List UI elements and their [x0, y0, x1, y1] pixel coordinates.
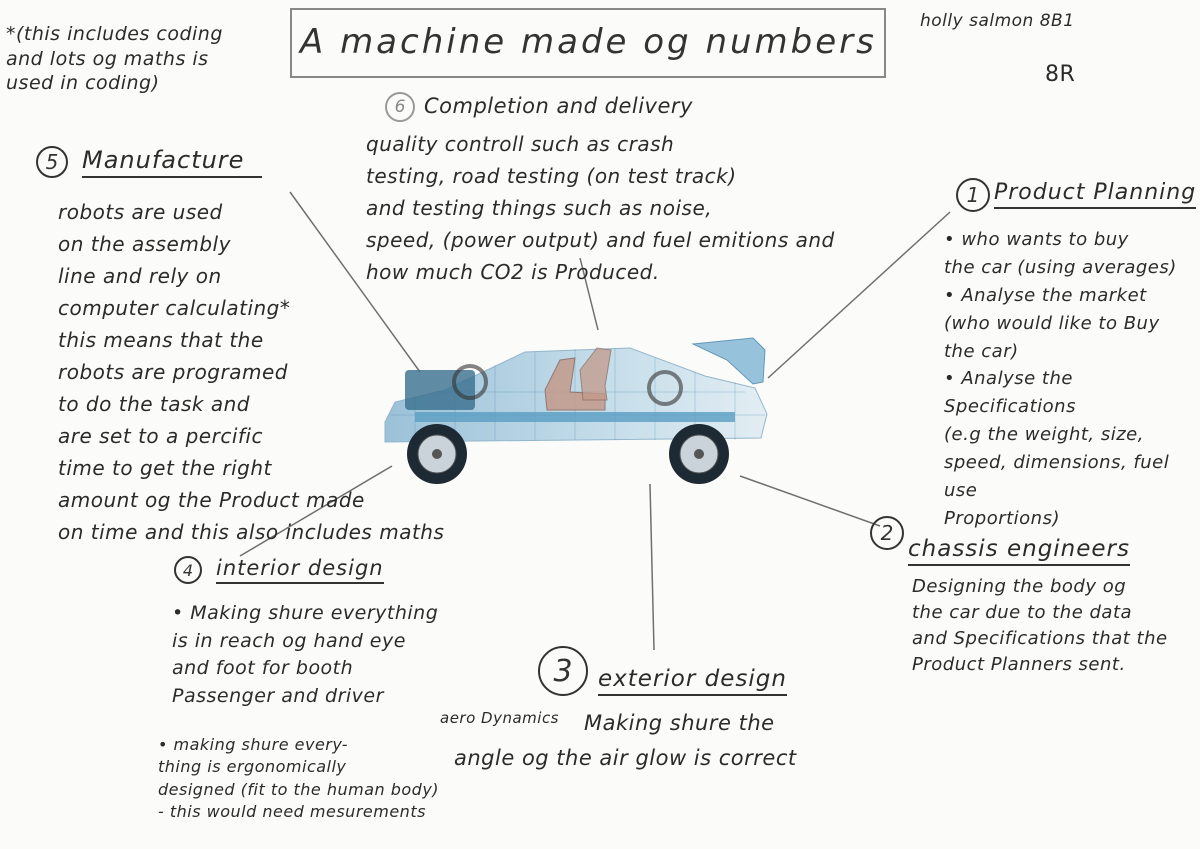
chassis-body: Designing the body og the car due to the…: [912, 576, 1168, 676]
completion-heading: Completion and delivery: [424, 94, 693, 118]
manufacture-body: robots are used on the assembly line and…: [58, 200, 445, 544]
exterior-heading: exterior design: [598, 666, 787, 696]
section-number-4: 4: [174, 556, 202, 584]
interior-body-reach: • Making shure everything is in reach og…: [172, 602, 439, 707]
section-number-6: 6: [385, 92, 415, 122]
line-manufacture: [289, 191, 421, 373]
line-product-planning: [767, 211, 951, 379]
interior-body-ergonomics: • making shure every- thing is ergonomic…: [158, 735, 440, 822]
completion-body: quality controll such as crash testing, …: [366, 132, 835, 284]
line-chassis: [739, 475, 881, 527]
aerodynamics-label: aero Dynamics: [440, 709, 559, 727]
section-number-3: 3: [538, 646, 588, 696]
rear-wheel: [669, 424, 729, 484]
manufacture-heading: Manufacture: [82, 146, 262, 178]
chassis-heading: chassis engineers: [908, 536, 1131, 566]
exterior-body: Making shure the angle og the air glow i…: [454, 711, 797, 770]
car-illustration: [384, 337, 768, 484]
interior-heading: interior design: [216, 556, 384, 584]
line-exterior: [649, 483, 655, 651]
title-box: [290, 8, 886, 78]
section-number-2: 2: [870, 516, 904, 550]
section-number-5: 5: [36, 146, 68, 178]
line-interior: [239, 465, 393, 557]
product-planning-body: • who wants to buy the car (using averag…: [944, 229, 1177, 529]
coding-note: *(this includes coding and lots og maths…: [6, 23, 223, 95]
page-title: A machine made og numbers: [300, 22, 877, 62]
line-completion: [579, 257, 599, 331]
product-planning-heading: Product Planning: [994, 180, 1197, 209]
author-class: 8R: [1045, 62, 1076, 87]
author-name: holly salmon 8B1: [920, 11, 1075, 31]
front-wheel: [407, 424, 467, 484]
section-number-1: 1: [956, 178, 990, 212]
